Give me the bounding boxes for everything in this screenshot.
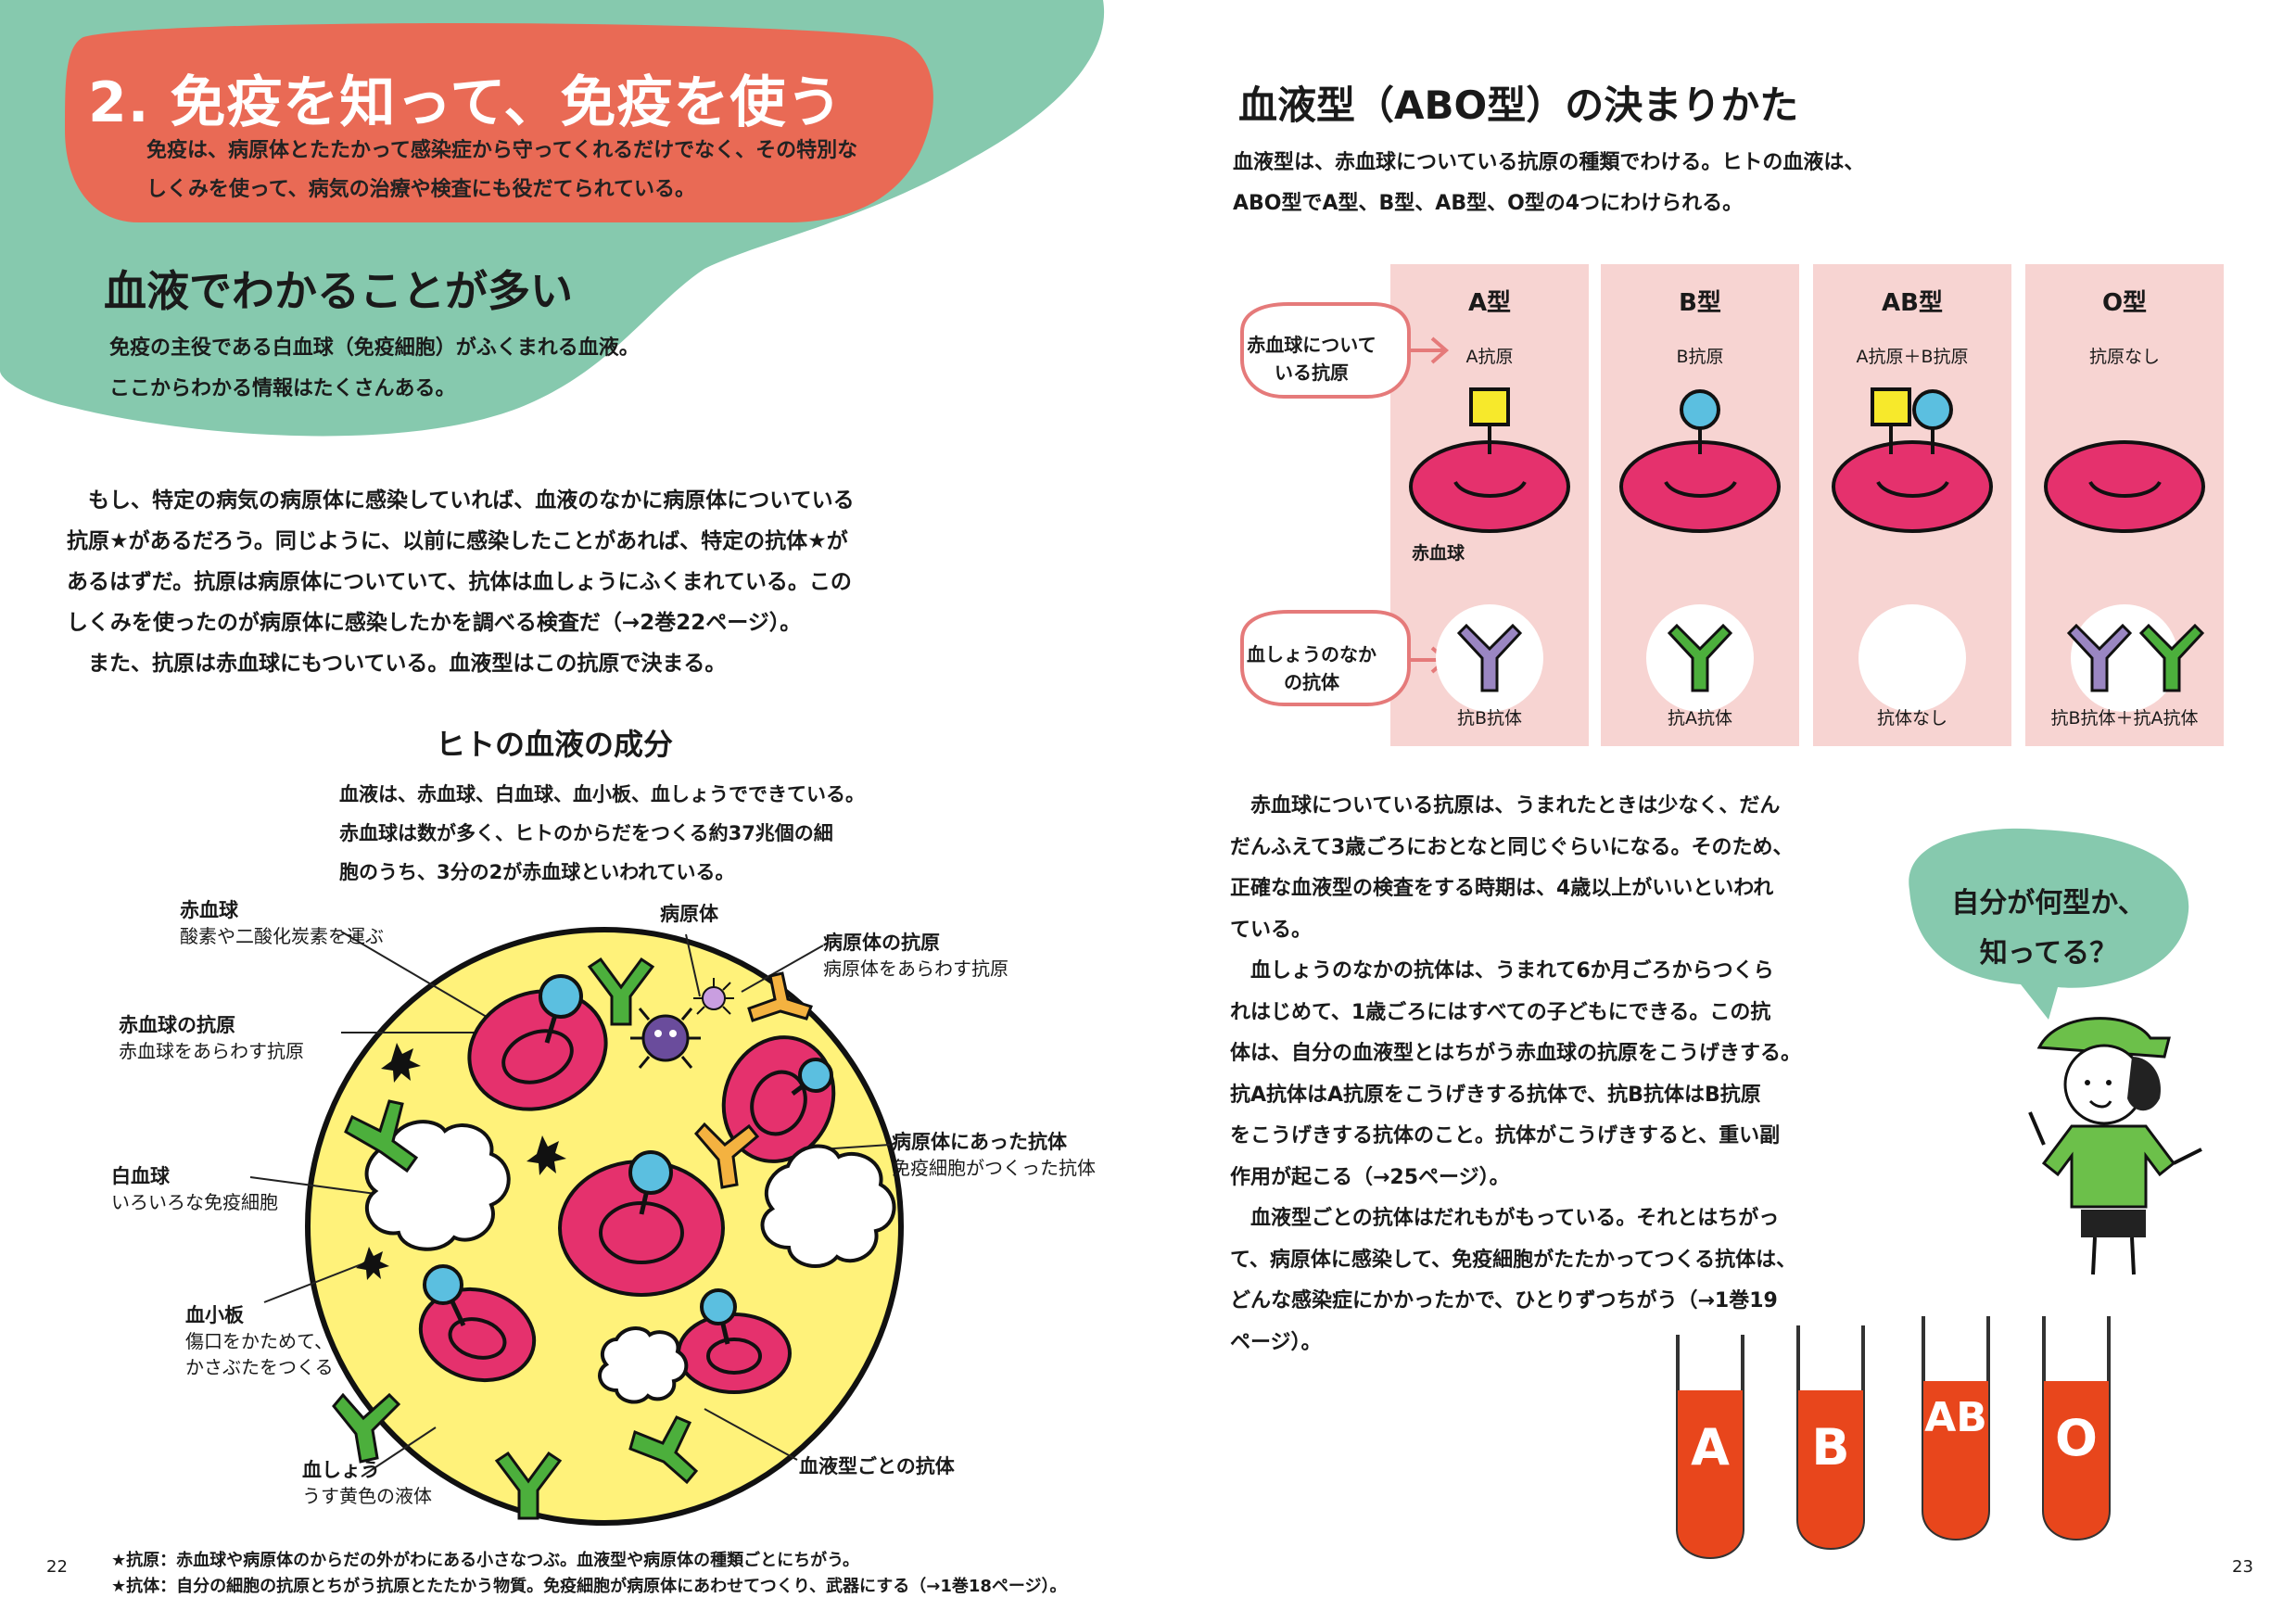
type-antigen-a: A抗原 bbox=[1465, 347, 1514, 367]
label-rbc-antigen: 赤血球の抗原赤血球をあらわす抗原 bbox=[119, 1014, 304, 1062]
left-body-text: もし、特定の病気の病原体に感染していれば、血液のなかに病原体についている抗原★が… bbox=[67, 488, 855, 676]
page-number-right: 23 bbox=[2232, 1557, 2253, 1577]
tube-label-ab: AB bbox=[1924, 1394, 1987, 1441]
red-blood-cell bbox=[467, 974, 608, 1111]
label-bloodtype-antibody: 血液型ごとの抗体 bbox=[799, 1455, 955, 1477]
page-title: 2. 免疫を知って、免疫を使う bbox=[88, 70, 844, 135]
tube-label-a: A bbox=[1691, 1418, 1730, 1477]
page-number-left: 22 bbox=[46, 1557, 68, 1577]
red-blood-cell bbox=[418, 1264, 537, 1383]
tube-label-o: O bbox=[2055, 1409, 2098, 1467]
callout-antigen: 赤血球についている抗原 bbox=[1247, 334, 1376, 384]
antigen-b bbox=[1680, 389, 1953, 454]
right-body-text: 赤血球についている抗原は、うまれたときは少なく、だんだんふえて3歳ごろにおとなと… bbox=[1230, 794, 1802, 1354]
antibody-green bbox=[332, 957, 699, 1520]
title-intro: 免疫は、病原体とたたかって感染症から守ってくれるだけでなく、その特別なしくみを使… bbox=[146, 139, 858, 201]
antibody-orange bbox=[694, 971, 813, 1189]
figure-title: ヒトの血液の成分 bbox=[436, 727, 674, 762]
label-plasma: 血しょううす黄色の液体 bbox=[302, 1459, 432, 1507]
left-header-background bbox=[0, 0, 1105, 437]
tube-label-b: B bbox=[1811, 1418, 1850, 1477]
label-pathogen: 病原体 bbox=[660, 903, 718, 925]
type-antibody-a: 抗B抗体 bbox=[1456, 708, 1523, 729]
type-name-o: O型 bbox=[2101, 289, 2148, 317]
red-blood-cell bbox=[558, 1150, 725, 1297]
kid-illustration bbox=[2028, 1017, 2202, 1275]
type-name-ab: AB型 bbox=[1882, 289, 1943, 317]
rbc-label: 赤血球 bbox=[1412, 543, 1465, 564]
speech-bubble bbox=[1909, 828, 2189, 1020]
callout-antibody: 血しょうのなかの抗体 bbox=[1247, 643, 1376, 693]
label-red-blood-cell: 赤血球酸素や二酸化炭素を運ぶ bbox=[180, 899, 384, 947]
type-antigen-b: B抗原 bbox=[1676, 347, 1724, 367]
blood-type-table bbox=[1240, 264, 2224, 746]
platelet bbox=[356, 1043, 566, 1280]
label-pathogen-antigen: 病原体の抗原病原体をあらわす抗原 bbox=[823, 932, 1008, 980]
type-antibody-b: 抗A抗体 bbox=[1668, 708, 1732, 729]
type-antibody-ab: 抗体なし bbox=[1876, 708, 1947, 729]
blood-components-diagram bbox=[249, 927, 904, 1526]
label-platelet: 血小板傷口をかためて、かさぶたをつくる bbox=[185, 1304, 334, 1378]
label-white-blood-cell: 白血球いろいろな免疫細胞 bbox=[111, 1165, 278, 1213]
antigen-a bbox=[1469, 387, 1911, 454]
type-antibody-o: 抗B抗体＋抗A抗体 bbox=[2050, 708, 2199, 729]
type-antigen-ab: A抗原＋B抗原 bbox=[1856, 347, 1969, 367]
type-name-b: B型 bbox=[1679, 289, 1721, 317]
speech-text: 自分が何型か、知ってる？ bbox=[1951, 887, 2146, 970]
section-title: 血液でわかることが多い bbox=[104, 266, 573, 316]
test-tubes bbox=[1676, 1316, 2111, 1559]
pathogen-virus bbox=[630, 978, 734, 1069]
type-antigen-o: 抗原なし bbox=[2088, 347, 2160, 367]
red-blood-cell bbox=[677, 1288, 792, 1394]
type-name-a: A型 bbox=[1467, 289, 1512, 317]
section-lead: 免疫の主役である白血球（免疫細胞）がふくまれる血液。ここからわかる情報はたくさん… bbox=[109, 336, 640, 400]
right-title: 血液型（ABO型）の決まりかた bbox=[1238, 82, 1799, 128]
footnotes: ★抗原：赤血球や病原体のからだの外がわにある小さなつぶ。血液型や病原体の種類ごと… bbox=[111, 1551, 1067, 1596]
label-pathogen-antibody: 病原体にあった抗体免疫細胞がつくった抗体 bbox=[892, 1131, 1096, 1179]
figure-caption: 血液は、赤血球、白血球、血小板、血しょうでできている。赤血球は数が多く、ヒトのか… bbox=[339, 783, 865, 883]
right-intro: 血液型は、赤血球についている抗原の種類でわける。ヒトの血液は、ABO型でA型、B… bbox=[1233, 151, 1865, 215]
